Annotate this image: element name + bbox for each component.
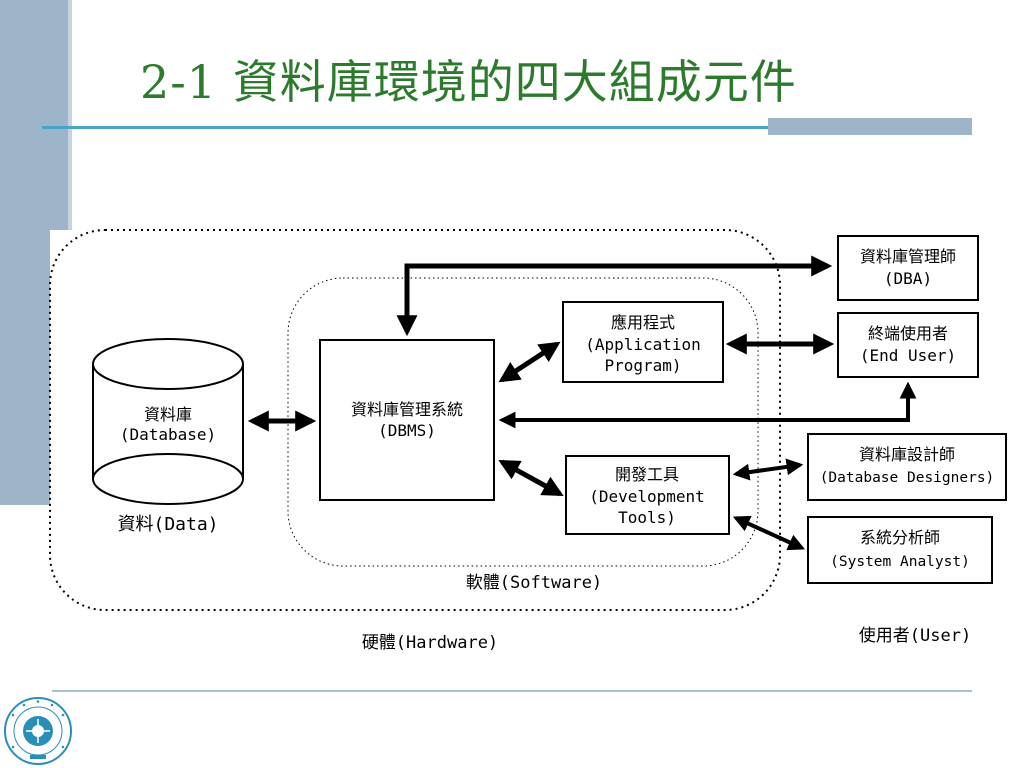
user-group-label: 使用者(User) xyxy=(859,625,971,646)
database-cylinder xyxy=(92,338,244,505)
designers-label-zh: 資料庫設計師 xyxy=(859,445,955,464)
analyst-label-zh: 系統分析師 xyxy=(860,528,940,547)
dbms-box xyxy=(319,339,495,501)
end-user-label-zh: 終端使用者 xyxy=(868,324,948,343)
database-label-en: (Database) xyxy=(120,425,216,444)
arrow-dba-dbms xyxy=(396,255,833,337)
arrow-dbms-application xyxy=(498,341,561,383)
title-rule xyxy=(42,126,972,129)
dbms-label-en: (DBMS) xyxy=(378,421,436,440)
arrow-devtools-designers xyxy=(732,458,804,481)
end-user-label-en: (End User) xyxy=(860,346,956,365)
designers-label-en: (Database Designers) xyxy=(820,470,995,486)
university-seal-logo xyxy=(4,697,72,765)
software-label: 軟體(Software) xyxy=(466,573,602,593)
dba-box xyxy=(837,235,979,301)
left-band-line xyxy=(68,0,72,230)
devtools-label-en-1: (Development xyxy=(589,487,705,506)
devtools-label-en-2: Tools) xyxy=(618,508,676,527)
application-label-en-1: (Application xyxy=(585,335,701,354)
devtools-box xyxy=(565,455,730,535)
analyst-box xyxy=(807,516,993,584)
arrow-enduser-dbms xyxy=(498,381,917,429)
application-label-zh: 應用程式 xyxy=(611,313,675,332)
arrow-dbms-devtools xyxy=(498,459,564,497)
devtools-label-zh: 開發工具 xyxy=(615,465,679,484)
dba-label-zh: 資料庫管理師 xyxy=(860,247,956,266)
hardware-label: 硬體(Hardware) xyxy=(362,633,498,653)
analyst-label-en: (System Analyst) xyxy=(830,554,970,570)
footer-rule xyxy=(52,690,972,692)
data-caption: 資料(Data) xyxy=(117,514,218,535)
left-band-notch xyxy=(50,230,68,510)
database-label-zh: 資料庫 xyxy=(144,405,192,424)
application-label-en-2: Program) xyxy=(604,356,681,375)
arrow-devtools-analyst xyxy=(732,515,806,551)
slide-title: 2-1 資料庫環境的四大組成元件 xyxy=(140,55,797,109)
title-rule-accent xyxy=(768,118,972,135)
end-user-box xyxy=(837,312,979,378)
dbms-label-zh: 資料庫管理系統 xyxy=(351,400,463,419)
designers-box xyxy=(807,433,1007,501)
dba-label-en: (DBA) xyxy=(884,269,932,288)
